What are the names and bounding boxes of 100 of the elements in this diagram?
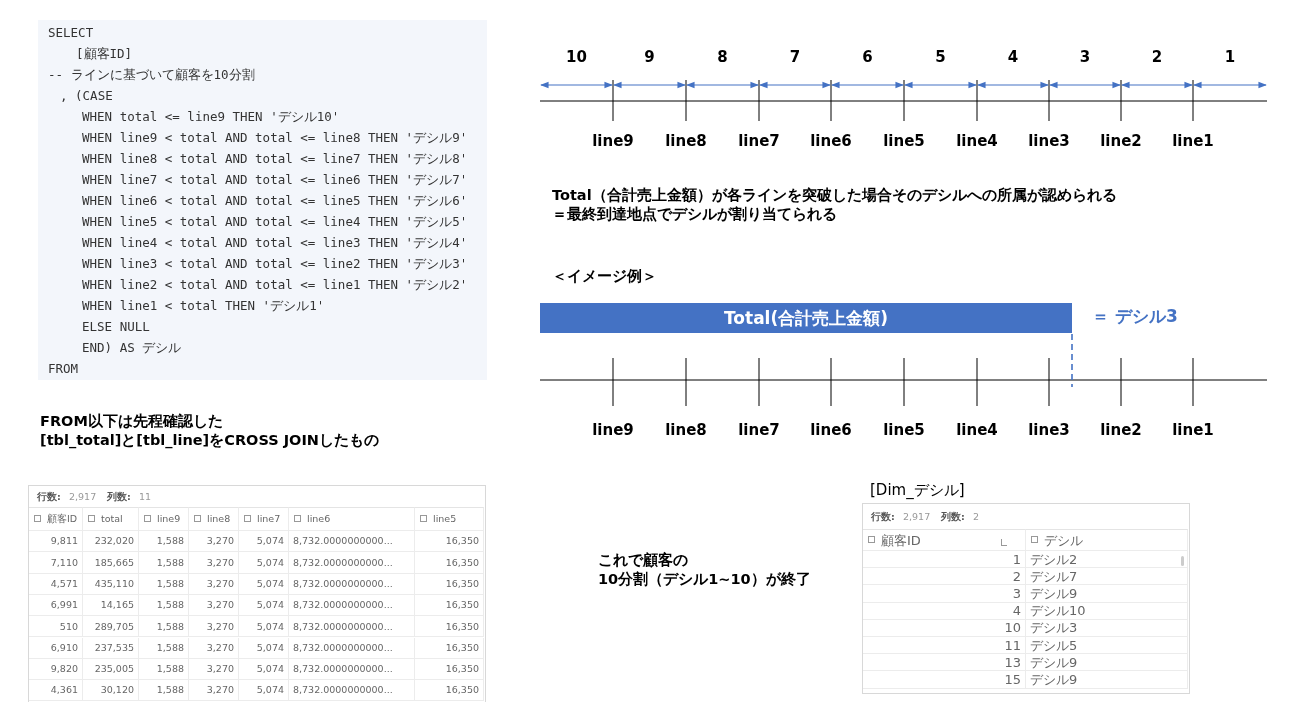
- table-cell: デシル7: [1026, 568, 1188, 586]
- table-cell: 5,074: [239, 658, 289, 681]
- segment-number: 3: [1079, 48, 1091, 66]
- table-cell: 8,732.0000000000...: [289, 637, 415, 659]
- code-line: , (CASE: [60, 88, 113, 104]
- note-text: Total（合計売上金額）が各ラインを突破した場合そのデシルへの所属が認められる: [552, 185, 1117, 205]
- table-cell: 16,350: [415, 573, 484, 595]
- table-cell: 5,074: [239, 637, 289, 659]
- table-cell: 2: [863, 568, 1026, 586]
- code-line: WHEN line4 < total AND total <= line3 THEN 'デシル4': [82, 235, 468, 251]
- total-bar: Total(合計売上金額): [540, 303, 1072, 333]
- table-cell: 1,588: [139, 531, 189, 553]
- column-header: total: [83, 507, 139, 531]
- table-cell: 1,588: [139, 594, 189, 617]
- column-header: line5: [415, 507, 484, 531]
- table-cell: 5,074: [239, 531, 289, 553]
- table-cell: 237,535: [83, 637, 139, 659]
- table-cell: 1,588: [139, 680, 189, 702]
- segment-number: 7: [789, 48, 801, 66]
- column-header: line8: [189, 507, 239, 531]
- table-cell: 3,270: [189, 573, 239, 595]
- table-cell: 16,350: [415, 637, 484, 659]
- code-line: SELECT: [48, 25, 94, 41]
- tick-label: line4: [956, 132, 998, 150]
- tick-label: line9: [592, 132, 634, 150]
- tick-label: line5: [883, 132, 925, 150]
- table-cell: 8,732.0000000000...: [289, 594, 415, 617]
- table-cell: 1,588: [139, 552, 189, 574]
- table-cell: 4,361: [29, 680, 83, 702]
- table-cell: 14,165: [83, 594, 139, 617]
- tick-label: line8: [665, 132, 707, 150]
- code-line: ELSE NULL: [82, 319, 150, 335]
- segment-number: 6: [862, 48, 873, 66]
- table-cell: 185,665: [83, 552, 139, 574]
- table-cell: デシル9: [1026, 671, 1188, 689]
- tick-label: line6: [810, 421, 852, 439]
- table-cell: 8,732.0000000000...: [289, 531, 415, 553]
- segment-number: 2: [1151, 48, 1163, 66]
- table-cell: 7,110: [29, 552, 83, 574]
- table-cell: 16,350: [415, 531, 484, 553]
- segment-number: 1: [1224, 48, 1236, 66]
- code-line: WHEN total <= line9 THEN 'デシル10': [82, 109, 340, 125]
- stat-value: 2,917: [69, 490, 97, 502]
- code-line: WHEN line3 < total AND total <= line2 THEN 'デシル3': [82, 256, 468, 272]
- tick-label: line6: [810, 132, 852, 150]
- segment-number: 8: [717, 48, 728, 66]
- stat-label: 列数:: [107, 490, 131, 504]
- tick-label: line1: [1172, 132, 1214, 150]
- table-cell: 3,270: [189, 531, 239, 553]
- segment-number: 10: [566, 48, 587, 66]
- code-line: WHEN line9 < total AND total <= line8 THEN 'デシル9': [82, 130, 468, 146]
- code-line: [顧客ID]: [76, 46, 133, 62]
- table-cell: 6,910: [29, 637, 83, 659]
- tick-label: line3: [1028, 421, 1070, 439]
- table-cell: 3,270: [189, 552, 239, 574]
- column-header: 顧客ID: [863, 529, 1026, 551]
- table-cell: 16,350: [415, 616, 484, 638]
- table-cell: 1,588: [139, 658, 189, 681]
- table-cell: デシル9: [1026, 654, 1188, 672]
- tick-label: line7: [738, 421, 780, 439]
- table-cell: 11: [863, 637, 1026, 655]
- note-text: これで顧客の: [598, 550, 688, 570]
- table-cell: 8,732.0000000000...: [289, 658, 415, 681]
- table-cell: 6,991: [29, 594, 83, 617]
- table-cell: 5,074: [239, 680, 289, 702]
- tick-label: line5: [883, 421, 925, 439]
- table-cell: 435,110: [83, 573, 139, 595]
- table-cell: 9,820: [29, 658, 83, 681]
- tick-label: line1: [1172, 421, 1214, 439]
- code-line: WHEN line7 < total AND total <= line6 THEN 'デシル7': [82, 172, 468, 188]
- table-cell: 4: [863, 602, 1026, 620]
- stat-value: 11: [139, 490, 152, 502]
- note-text: ＝最終到達地点でデシルが割り当てられる: [552, 204, 837, 224]
- table-cell: 16,350: [415, 680, 484, 702]
- table-cell: 3,270: [189, 637, 239, 659]
- code-line: WHEN line1 < total THEN 'デシル1': [82, 298, 325, 314]
- stat-label: 行数:: [871, 510, 895, 524]
- stat-label: 行数:: [37, 490, 61, 504]
- table-cell: デシル3: [1026, 619, 1188, 637]
- table-cell: 10: [863, 619, 1026, 637]
- table-cell: 1,588: [139, 573, 189, 595]
- tick-label: line7: [738, 132, 780, 150]
- column-header: line6: [289, 507, 415, 531]
- table-cell: 13: [863, 654, 1026, 672]
- table-cell: 232,020: [83, 531, 139, 553]
- table-cell: 289,705: [83, 616, 139, 638]
- table-cell: 16,350: [415, 658, 484, 681]
- table-cell: 8,732.0000000000...: [289, 552, 415, 574]
- table-cell: 8,732.0000000000...: [289, 573, 415, 595]
- table-cell: 3: [863, 585, 1026, 603]
- code-line: WHEN line2 < total AND total <= line1 THEN 'デシル2': [82, 277, 468, 293]
- table-cell: 5,074: [239, 616, 289, 638]
- tick-label: line8: [665, 421, 707, 439]
- table-cell: 5,074: [239, 594, 289, 617]
- tick-label: line3: [1028, 132, 1070, 150]
- note-text: 10分割（デシル1~10）が終了: [598, 569, 811, 589]
- code-line: WHEN line8 < total AND total <= line7 THEN 'デシル8': [82, 151, 468, 167]
- column-header: line7: [239, 507, 289, 531]
- column-header: line9: [139, 507, 189, 531]
- code-line: WHEN line5 < total AND total <= line4 THEN 'デシル5': [82, 214, 468, 230]
